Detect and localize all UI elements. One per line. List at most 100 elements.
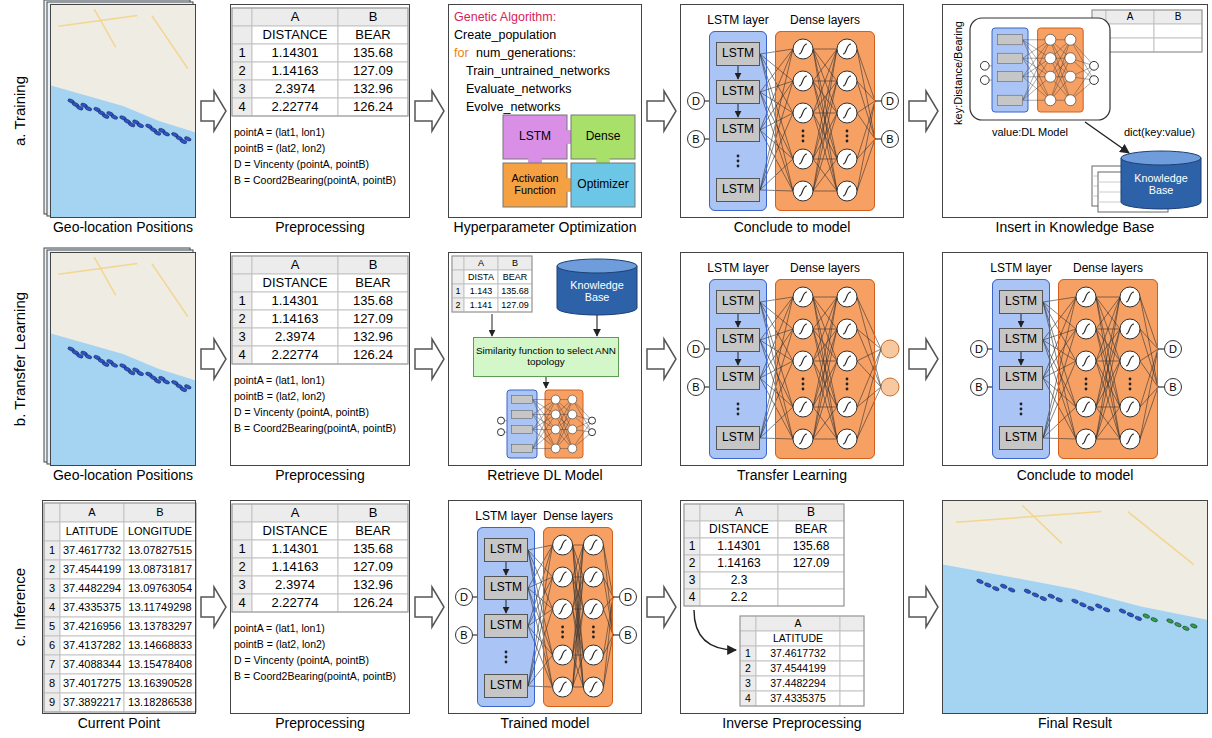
io-circle: B <box>881 130 899 148</box>
drawing-part <box>843 186 851 196</box>
node-label: LSTM <box>722 431 754 444</box>
lstm-cell: LSTM <box>999 426 1043 450</box>
lstm-cell: LSTM <box>484 576 528 600</box>
drawing-part <box>338 522 408 540</box>
drawing-part <box>840 616 864 631</box>
dense-layer-box: Dense layers <box>543 527 613 707</box>
flow-arrow <box>415 587 444 627</box>
drawing-part <box>533 400 556 449</box>
drawing-part <box>846 378 849 381</box>
drawing-part <box>857 101 875 113</box>
drawing-part <box>252 576 338 594</box>
drawing-part <box>813 49 837 191</box>
table-cell: 3 <box>232 80 252 98</box>
drawing-part <box>1039 596 1047 602</box>
drawing-part <box>1154 10 1202 24</box>
drawing-part <box>737 408 740 411</box>
drawing-part <box>881 92 899 110</box>
drawing-part <box>992 586 1000 592</box>
caption: Preprocessing <box>275 467 365 483</box>
drawing-part <box>709 279 767 459</box>
table-cell: 13.11749298 <box>124 598 196 617</box>
drawing-part <box>1140 349 1158 439</box>
drawing-part <box>857 101 875 191</box>
drawing-part <box>881 378 899 396</box>
node-label: LSTM <box>490 679 522 692</box>
code-line: pointA = (lat1, lon1) <box>234 374 325 386</box>
drawing-part <box>1150 617 1158 623</box>
drawing-part <box>837 287 857 307</box>
drawing-part <box>793 71 813 91</box>
node-label: D <box>975 343 983 355</box>
map-illustration <box>51 253 195 465</box>
drawing-part <box>232 522 252 540</box>
drawing-part <box>573 609 584 610</box>
drawing-part <box>507 390 537 458</box>
drawing-part <box>799 356 807 366</box>
drawing-part <box>1154 24 1202 38</box>
drawing-part <box>162 379 170 385</box>
drawing-part <box>1096 439 1120 440</box>
code-line: D = Vincenty (pointA, pointB) <box>234 654 369 666</box>
drawing-part <box>573 545 584 655</box>
process-box: Similarity function to select ANN topolo… <box>473 337 619 377</box>
table-cell: A <box>60 503 124 522</box>
drawing-part <box>997 95 1022 105</box>
drawing-part <box>553 567 573 587</box>
drawing-part <box>760 130 793 159</box>
drawing-part <box>484 674 528 698</box>
drawing-part <box>756 616 840 631</box>
drawing-part <box>232 310 252 328</box>
caption: Geo-location Positions <box>53 467 193 483</box>
drawing-part <box>799 434 807 444</box>
drawing-part <box>1096 297 1120 439</box>
node-label: D <box>460 591 468 603</box>
drawing-part <box>716 328 760 352</box>
layer-title: Dense layers <box>790 261 860 275</box>
drawing-part <box>603 545 613 635</box>
drawing-part <box>44 503 60 522</box>
io-circle: D <box>687 92 705 110</box>
puzzle-piece: Activation Function <box>503 163 567 207</box>
drawing-part <box>455 588 473 606</box>
drawing-part <box>813 407 837 408</box>
table-cell: 8 <box>44 674 60 693</box>
table-cell: DISTANCE <box>252 26 338 44</box>
drawing-part <box>760 302 793 361</box>
code-line: Train_untrained_networks <box>466 64 610 78</box>
drawing-part <box>464 298 498 312</box>
drawing-part <box>543 527 613 707</box>
table-cell: 2.22774 <box>252 594 338 612</box>
drawing-part <box>568 395 577 404</box>
drawing-part <box>799 186 807 196</box>
table-cell: B <box>338 256 408 274</box>
drawing-part <box>1076 397 1096 417</box>
table-cell: 37.4137282 <box>60 636 124 655</box>
table-cell: 2.22774 <box>252 346 338 364</box>
caption: Conclude to model <box>1017 467 1134 483</box>
table-cell: 2.22774 <box>252 98 338 116</box>
drawing-part <box>793 181 813 201</box>
drawing-part <box>556 400 573 449</box>
drawing-part <box>1164 378 1182 396</box>
knowledge-base: Knowledge Base <box>1121 151 1201 209</box>
table-cell: 1 <box>232 292 252 310</box>
drawing-part <box>737 155 740 158</box>
drawing-part <box>813 81 837 191</box>
io-circle: D <box>687 340 705 358</box>
table-cell: 127.09 <box>338 62 408 80</box>
table-cell: 37.3892217 <box>60 693 124 712</box>
node-label: LSTM <box>1005 371 1037 384</box>
table-cell: 127.09 <box>778 555 844 572</box>
drawing-part <box>1045 53 1056 64</box>
drawing-part <box>802 130 805 133</box>
drawing-part <box>497 417 504 424</box>
drawing-part <box>232 256 408 364</box>
drawing-part <box>559 540 567 550</box>
drawing-part <box>846 388 849 391</box>
drawing-part <box>716 118 760 142</box>
drawing-part <box>1065 95 1076 106</box>
drawing-part <box>44 655 60 674</box>
drawing-part <box>1126 402 1134 412</box>
drawing-part <box>976 578 984 584</box>
